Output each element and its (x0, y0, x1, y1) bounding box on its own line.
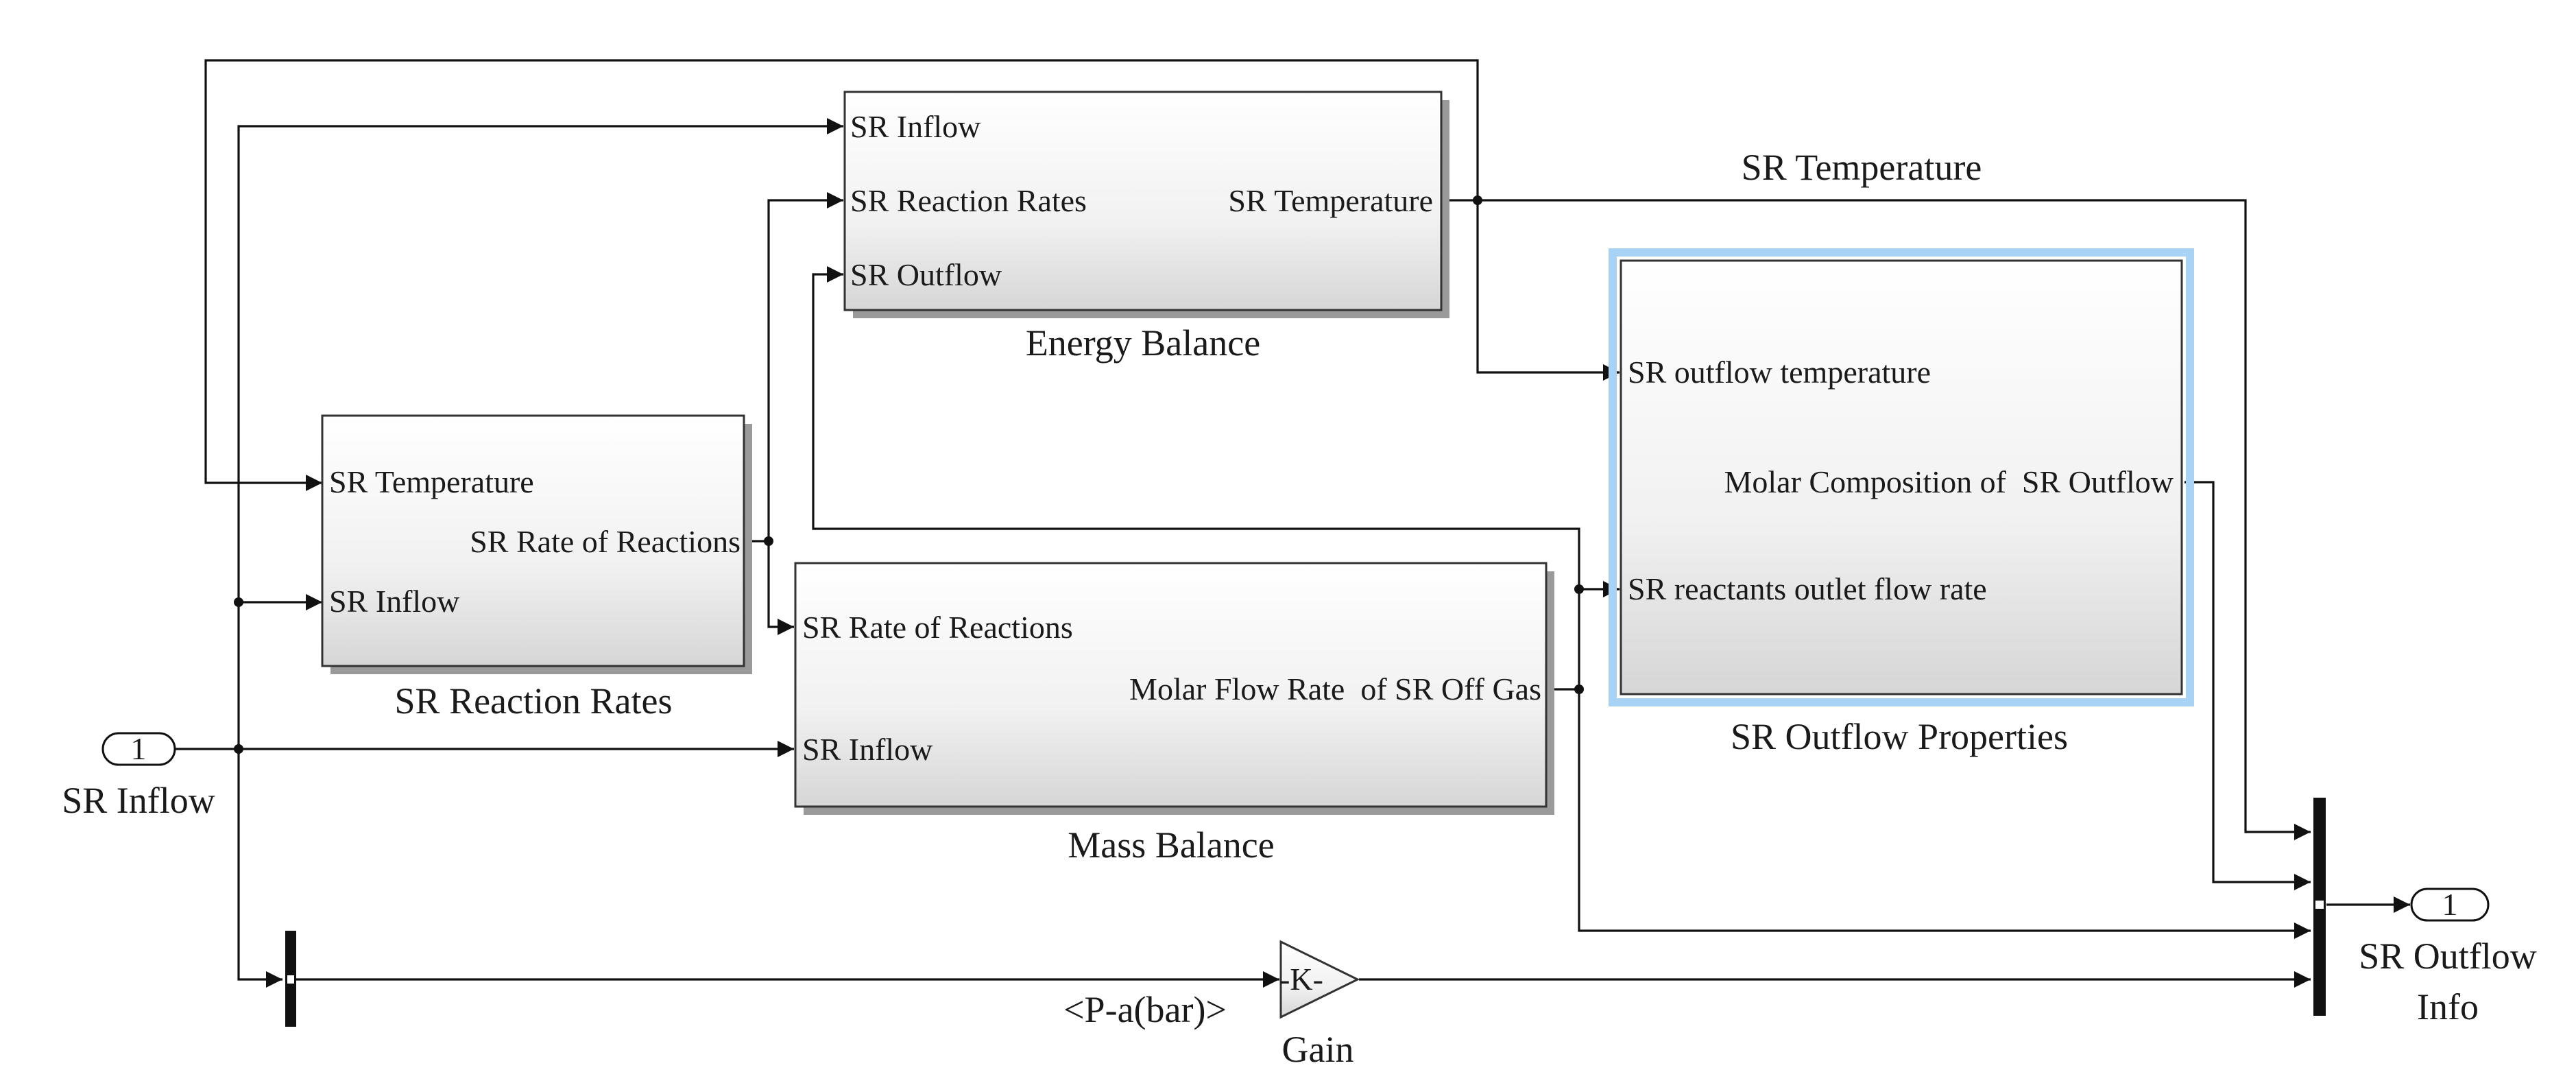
branch-point (1574, 685, 1584, 694)
branch-point (1473, 195, 1482, 205)
branch-point (1574, 584, 1584, 594)
branch-point (234, 744, 243, 754)
wire-offgas-to-bus[interactable] (1578, 689, 2311, 939)
gain-block[interactable]: -K- (1279, 940, 1360, 1019)
signal-label-pressure: <P-a(bar)> (1063, 989, 1227, 1030)
port-sr-inflow: SR Inflow (329, 584, 460, 619)
wire-composition-to-bus[interactable] (2184, 481, 2311, 890)
outport-label-line1: SR Outflow (2359, 936, 2537, 977)
wire-inflow-to-bus-selector[interactable] (237, 749, 282, 988)
inport-block[interactable]: 1 (101, 731, 176, 766)
wire-offgas-to-energy-balance[interactable] (812, 266, 1580, 691)
inport-label: SR Inflow (62, 780, 215, 821)
energy-balance-label: Energy Balance (1026, 322, 1260, 364)
port-sr-reaction-rates: SR Reaction Rates (850, 183, 1087, 218)
signal-label-sr-temperature: SR Temperature (1742, 147, 1982, 188)
port-sr-inflow: SR Inflow (802, 732, 933, 767)
port-sr-rate-of-reactions: SR Rate of Reactions (802, 610, 1073, 645)
wire-temp-to-reaction-rates[interactable] (204, 59, 1479, 491)
port-sr-outflow: SR Outflow (850, 257, 1002, 292)
gain-symbol: -K- (1279, 962, 1323, 997)
wire-temperature-to-bus[interactable] (1441, 199, 2311, 840)
port-molar-flow-rate: Molar Flow Rate of SR Off Gas (1129, 671, 1541, 706)
branch-point (764, 536, 773, 546)
gain-label: Gain (1282, 1029, 1354, 1070)
mass-balance-label: Mass Balance (1068, 824, 1274, 866)
signal-lines (175, 59, 2410, 988)
wire-rates-to-energy-balance[interactable] (749, 192, 843, 543)
reaction-rates-block[interactable]: SR Temperature SR Inflow SR Rate of Reac… (321, 414, 752, 674)
outport-label-line2: Info (2417, 986, 2479, 1027)
port-sr-temperature: SR Temperature (329, 464, 534, 499)
branch-point (234, 597, 243, 607)
outflow-properties-block[interactable]: SR outflow temperature SR reactants outl… (1609, 248, 2194, 706)
port-molar-composition: Molar Composition of SR Outflow (1724, 464, 2174, 499)
port-sr-inflow: SR Inflow (850, 109, 981, 144)
port-sr-temperature: SR Temperature (1228, 183, 1433, 218)
inport-number: 1 (131, 731, 147, 766)
wire-temp-to-outflow-properties[interactable] (1476, 200, 1620, 381)
wire-rates-to-mass-balance[interactable] (767, 541, 794, 635)
outflow-properties-label: SR Outflow Properties (1731, 716, 2068, 757)
mass-balance-block[interactable]: SR Rate of Reactions SR Inflow Molar Flo… (794, 562, 1554, 815)
bus-selector[interactable] (285, 931, 296, 1027)
port-sr-outflow-temperature: SR outflow temperature (1628, 355, 1931, 390)
outport-number: 1 (2442, 887, 2458, 922)
selection-highlight (1609, 248, 2194, 706)
outport-block[interactable]: 1 (2410, 887, 2490, 922)
wire-inflow-to-energy-balance[interactable] (237, 118, 843, 749)
energy-balance-block[interactable]: SR Inflow SR Reaction Rates SR Outflow S… (843, 91, 1449, 318)
port-sr-rate-of-reactions: SR Rate of Reactions (470, 524, 741, 559)
port-sr-reactants-outlet-flow-rate: SR reactants outlet flow rate (1628, 571, 1987, 606)
bus-creator[interactable] (2313, 798, 2326, 1016)
reaction-rates-label: SR Reaction Rates (395, 680, 673, 722)
